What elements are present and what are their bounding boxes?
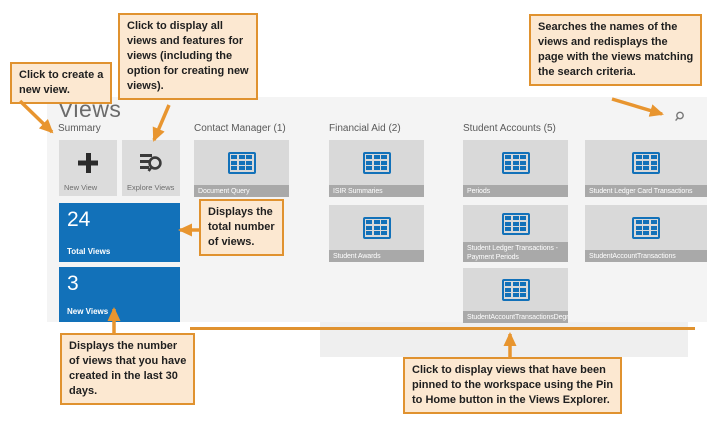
view-tile-caption: ISIR Summaries — [329, 185, 424, 197]
table-icon — [585, 140, 707, 185]
callout-total-views: Displays the total number of views. — [199, 199, 284, 256]
view-tile-caption: Student Awards — [329, 250, 424, 262]
view-tile-caption: Student Ledger Card Transactions — [585, 185, 707, 197]
pinned-area-underline — [190, 327, 695, 330]
view-tile-student-ledger-transactions-payment-periods[interactable]: Student Ledger Transactions - Payment Pe… — [463, 205, 568, 262]
total-views-label: Total Views — [67, 247, 111, 256]
view-tile-student-awards[interactable]: Student Awards — [329, 205, 424, 262]
view-tile-caption: StudentAccountTransactionsDegree — [463, 311, 568, 323]
table-icon — [463, 140, 568, 185]
new-views-label: New Views — [67, 307, 109, 316]
total-views-value: 24 — [67, 208, 91, 231]
table-icon — [585, 205, 707, 250]
view-tile-caption: Document Query — [194, 185, 289, 197]
table-icon — [329, 205, 424, 250]
group-header-contact-manager: Contact Manager (1) — [194, 123, 286, 134]
table-icon — [194, 140, 289, 185]
new-views-tile[interactable]: 3 New Views — [59, 267, 180, 322]
callout-pinned-views: Click to display views that have been pi… — [403, 357, 623, 414]
group-header-financial-aid: Financial Aid (2) — [329, 123, 401, 134]
view-tile-document-query[interactable]: Document Query — [194, 140, 289, 197]
view-tile-caption: Periods — [463, 185, 568, 197]
view-tile-studentaccounttransactions[interactable]: StudentAccountTransactions — [585, 205, 707, 262]
plus-icon — [59, 144, 117, 182]
total-views-tile[interactable]: 24 Total Views — [59, 203, 180, 262]
explore-views-button[interactable]: Explore Views — [122, 140, 180, 196]
explore-views-label: Explore Views — [127, 183, 175, 192]
table-icon — [329, 140, 424, 185]
new-views-value: 3 — [67, 272, 79, 295]
table-icon — [463, 268, 568, 311]
callout-new-views: Displays the number of views that you ha… — [60, 333, 196, 405]
view-tile-student-ledger-card-transactions[interactable]: Student Ledger Card Transactions — [585, 140, 707, 197]
view-tile-caption: Student Ledger Transactions - Payment Pe… — [463, 242, 568, 262]
search-icon — [675, 111, 684, 122]
table-icon — [463, 205, 568, 242]
group-header-student-accounts: Student Accounts (5) — [463, 123, 556, 134]
view-tile-isir-summaries[interactable]: ISIR Summaries — [329, 140, 424, 197]
summary-header: Summary — [58, 123, 101, 134]
view-tile-periods[interactable]: Periods — [463, 140, 568, 197]
view-tile-studentaccounttransactionsdegree[interactable]: StudentAccountTransactionsDegree — [463, 268, 568, 323]
new-view-label: New View — [64, 183, 98, 192]
explore-views-icon — [122, 144, 180, 182]
new-view-button[interactable]: New View — [59, 140, 117, 196]
callout-search: Searches the names of the views and redi… — [529, 14, 703, 86]
search-views-button[interactable] — [672, 110, 686, 124]
callout-create-view: Click to create a new view. — [10, 62, 113, 104]
callout-explore-views: Click to display all views and features … — [118, 13, 258, 100]
view-tile-caption: StudentAccountTransactions — [585, 250, 707, 262]
